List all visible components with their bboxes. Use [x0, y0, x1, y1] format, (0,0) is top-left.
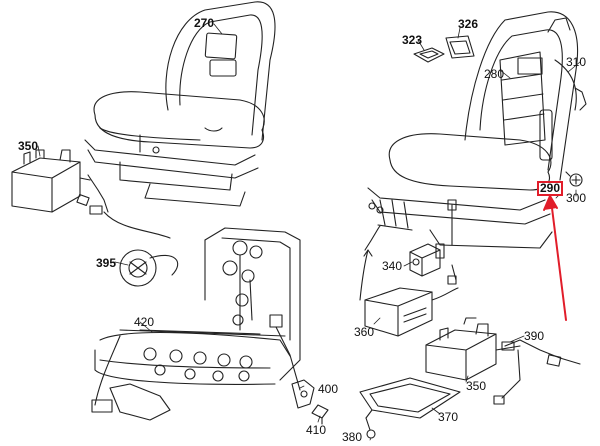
screw-300 [565, 171, 583, 187]
part-label-380: 380 [342, 430, 363, 444]
part-label-310: 310 [566, 55, 587, 69]
part-label-390: 390 [524, 329, 545, 343]
part-label-410: 410 [306, 423, 327, 437]
part-label-280: 280 [484, 67, 505, 81]
seat-top-center [84, 1, 276, 207]
seat-bottom-left [91, 227, 329, 425]
part-label-323: 323 [402, 33, 423, 47]
part-label-270: 270 [194, 16, 215, 30]
handwheel-395 [119, 249, 179, 287]
motor-340 [409, 243, 457, 285]
part-label-290-highlighted: 290 [537, 181, 564, 196]
part-label-350-left: 350 [18, 139, 39, 153]
cable-390 [493, 339, 581, 405]
tray-370 [359, 377, 461, 419]
part-label-350-right: 350 [466, 379, 487, 393]
control-unit-left [11, 149, 171, 239]
part-label-400: 400 [318, 382, 339, 396]
highlight-arrow [543, 195, 567, 321]
part-label-326: 326 [458, 17, 479, 31]
screw-380 [365, 417, 376, 439]
module-360 [364, 287, 459, 337]
part-label-370: 370 [438, 410, 459, 424]
leader-lines [37, 23, 581, 441]
control-unit-right [425, 317, 521, 381]
part-label-340: 340 [382, 259, 403, 273]
part-label-360: 360 [354, 325, 375, 339]
part-label-420: 420 [134, 315, 155, 329]
part-label-395: 395 [96, 256, 117, 270]
small-parts-323-326 [413, 35, 475, 63]
seat-top-right [359, 11, 587, 301]
part-label-300: 300 [566, 191, 587, 205]
